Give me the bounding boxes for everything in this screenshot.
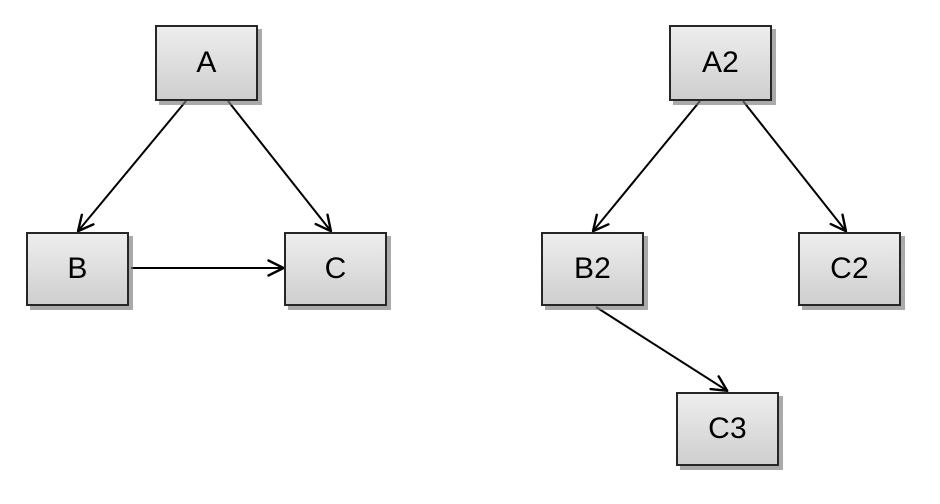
edge-a-to-b[interactable] [76,100,187,233]
node-label-c2: C2 [830,252,869,285]
node-label-b: B [67,252,88,285]
edge-a-to-c[interactable] [227,100,333,233]
node-b[interactable]: B [26,232,129,306]
node-label-a2: A2 [701,46,740,79]
node-a2[interactable]: A2 [669,25,772,101]
node-label-a: A [196,46,217,79]
node-label-b2: B2 [573,252,612,285]
node-a[interactable]: A [155,25,258,101]
node-label-c: C [324,252,347,285]
edge-a2-to-b2[interactable] [591,100,701,233]
edge-b2-to-c3[interactable] [595,306,729,393]
node-b2[interactable]: B2 [541,232,644,306]
node-c[interactable]: C [284,232,387,306]
node-c2[interactable]: C2 [798,232,901,306]
node-c3[interactable]: C3 [676,392,779,466]
node-label-c3: C3 [708,412,747,445]
edges-group [76,100,848,393]
edge-a2-to-c2[interactable] [742,100,848,233]
